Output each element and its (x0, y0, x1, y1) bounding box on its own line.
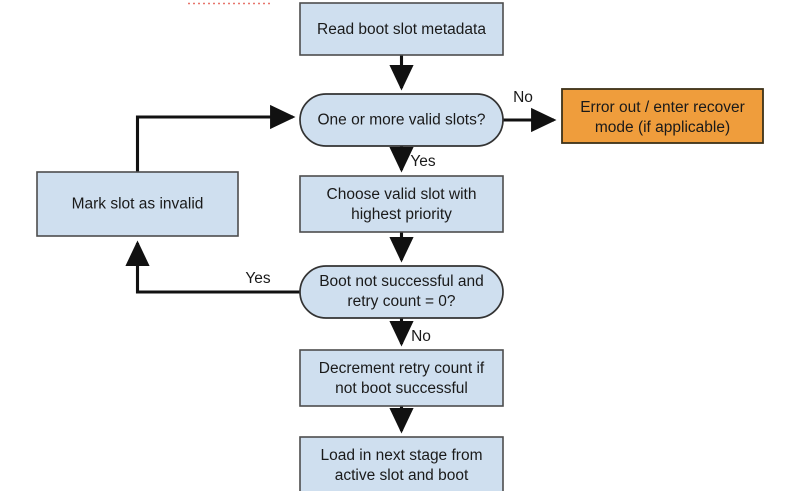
node-label-load-next-stage-line1: Load in next stage from (321, 447, 483, 464)
node-label-choose-valid-slot-line2: highest priority (351, 206, 452, 223)
node-one-or-more-valid-slots[interactable]: One or more valid slots? (299, 93, 504, 147)
node-shape-terminal (561, 88, 764, 144)
node-label-error-out-line2: mode (if applicable) (595, 119, 730, 136)
node-shape-process (299, 175, 504, 233)
edge-label-no-retry: No (411, 328, 431, 345)
node-label-boot-check-line1: Boot not successful and (319, 273, 484, 290)
edge-label-yes-valid-slots: Yes (410, 153, 436, 170)
node-label-decrement-line1: Decrement retry count if (319, 360, 485, 377)
node-label-mark-slot-as-invalid: Mark slot as invalid (72, 196, 204, 213)
node-label-choose-valid-slot-line1: Choose valid slot with (327, 186, 477, 203)
node-mark-slot-as-invalid[interactable]: Mark slot as invalid (36, 171, 239, 237)
node-label-load-next-stage-line2: active slot and boot (335, 467, 469, 484)
node-shape-process (299, 2, 504, 56)
node-shape-decision (299, 265, 504, 319)
edge-label-no-valid-slots: No (513, 89, 533, 106)
node-label-decrement-line2: not boot successful (335, 380, 468, 397)
node-decrement-retry-count[interactable]: Decrement retry count if not boot succes… (299, 349, 504, 407)
node-label-error-out-line1: Error out / enter recover (580, 99, 745, 116)
edge-mark-invalid-to-valid-slots (135, 104, 296, 172)
edge-boot-check-yes-to-mark-invalid (125, 240, 300, 294)
node-shape-process (299, 436, 504, 491)
node-error-out-enter-recover-mode[interactable]: Error out / enter recover mode (if appli… (561, 88, 764, 144)
node-choose-valid-slot-highest-priority[interactable]: Choose valid slot with highest priority (299, 175, 504, 233)
node-read-boot-slot-metadata[interactable]: Read boot slot metadata (299, 2, 504, 56)
node-load-next-stage-active-slot[interactable]: Load in next stage from active slot and … (299, 436, 504, 491)
node-boot-not-successful-retry-zero[interactable]: Boot not successful and retry count = 0? (299, 265, 504, 319)
edge-label-yes-retry: Yes (245, 270, 271, 287)
node-shape-process (299, 349, 504, 407)
node-label-read-boot-slot-metadata: Read boot slot metadata (317, 21, 486, 38)
node-label-one-or-more-valid-slots: One or more valid slots? (318, 112, 486, 129)
node-shape-process (36, 171, 239, 237)
node-shape-decision (299, 93, 504, 147)
node-label-boot-check-line2: retry count = 0? (347, 293, 456, 310)
